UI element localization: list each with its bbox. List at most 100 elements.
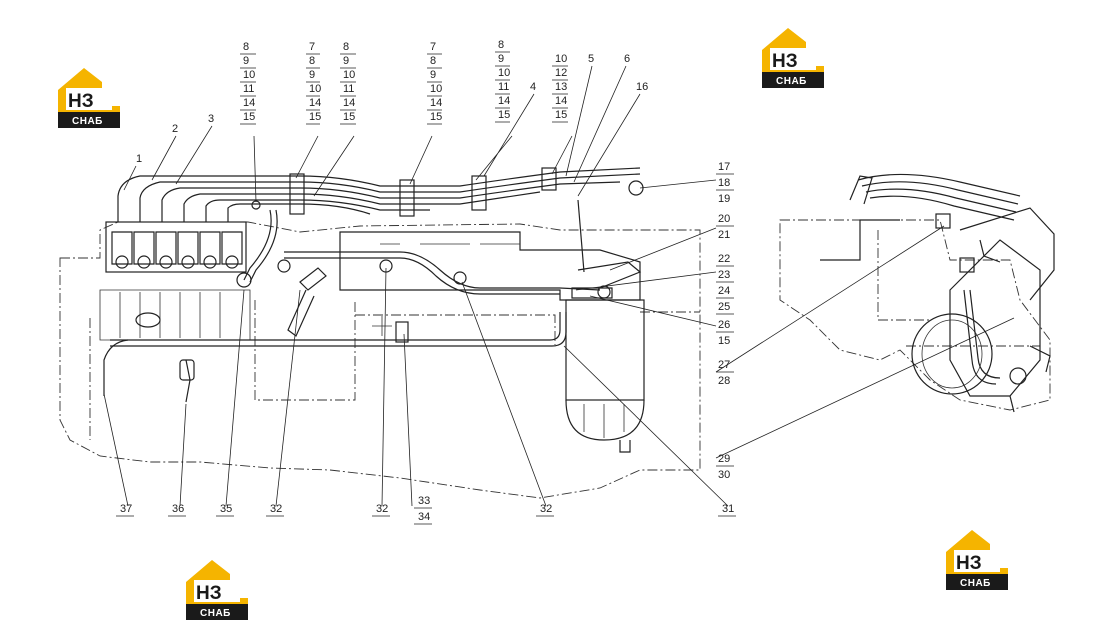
callout-labels: 1 2 3 4 5 6 16 8 9 10 11 14 15 7 8 9 10 … [116,39,736,525]
callout-stack-33: 33 34 [418,495,430,523]
svg-text:33: 33 [418,495,430,507]
svg-text:СНАБ: СНАБ [776,76,807,87]
svg-text:15: 15 [498,109,510,121]
callout-stack-b: 7 8 9 10 14 15 [309,41,321,123]
fuel-filter [565,299,645,453]
callout-stack-d: 7 8 9 10 14 15 [430,41,442,123]
svg-text:14: 14 [498,95,510,107]
svg-text:21: 21 [718,229,730,241]
brand-logo-bottom-left: НЗ СНАБ [186,560,248,620]
svg-text:НЗ: НЗ [68,91,94,112]
svg-text:8: 8 [243,41,249,53]
svg-text:СНАБ: СНАБ [960,578,991,589]
brand-logo-top-left: НЗ СНАБ [58,68,120,128]
svg-text:12: 12 [555,67,567,79]
callout-35: 35 [220,503,232,515]
leader-lines [103,65,1015,507]
svg-text:34: 34 [418,511,430,523]
brand-logo-bottom-right: НЗ СНАБ [946,530,1008,590]
callout-stack-f: 10 12 13 14 15 [555,53,567,121]
svg-text:14: 14 [430,97,442,109]
svg-text:30: 30 [718,469,730,481]
callout-3: 3 [208,113,214,125]
callout-32-b: 32 [376,503,388,515]
svg-text:НЗ: НЗ [956,553,982,574]
callout-32-a: 32 [270,503,282,515]
svg-text:10: 10 [243,69,255,81]
svg-text:СНАБ: СНАБ [200,608,231,619]
svg-text:28: 28 [718,375,730,387]
callout-32-c: 32 [540,503,552,515]
svg-text:15: 15 [430,111,442,123]
brand-logo-top-right: НЗ СНАБ [762,28,824,88]
callout-stack-a: 8 9 10 11 14 15 [243,41,255,123]
svg-text:20: 20 [718,213,730,225]
callout-stack-22: 22 23 24 25 [718,253,730,313]
svg-text:9: 9 [430,69,436,81]
svg-text:19: 19 [718,193,730,205]
svg-text:15: 15 [343,111,355,123]
svg-text:18: 18 [718,177,730,189]
svg-text:9: 9 [498,53,504,65]
svg-text:СНАБ: СНАБ [72,116,103,127]
callout-5: 5 [588,53,594,65]
svg-text:10: 10 [343,69,355,81]
callout-stack-e: 8 9 10 11 14 15 [498,39,510,121]
callout-31: 31 [722,503,734,515]
callout-16: 16 [636,81,648,93]
svg-text:14: 14 [243,97,255,109]
callout-37: 37 [120,503,132,515]
svg-text:9: 9 [309,69,315,81]
callout-4: 4 [530,81,536,93]
svg-text:9: 9 [343,55,349,67]
svg-text:НЗ: НЗ [772,51,798,72]
svg-text:17: 17 [718,161,730,173]
svg-text:22: 22 [718,253,730,265]
svg-text:15: 15 [718,335,730,347]
fuel-pipes [117,167,641,283]
svg-text:11: 11 [498,81,509,93]
callout-stack-26: 26 15 [718,319,730,347]
svg-text:11: 11 [343,83,354,95]
callout-6: 6 [624,53,630,65]
side-view [779,173,1055,413]
svg-text:7: 7 [430,41,436,53]
svg-text:8: 8 [430,55,436,67]
svg-text:27: 27 [718,359,730,371]
svg-text:15: 15 [555,109,567,121]
callout-1: 1 [136,153,142,165]
injector-bank [105,221,247,273]
svg-text:29: 29 [718,453,730,465]
svg-text:10: 10 [555,53,567,65]
svg-text:7: 7 [309,41,315,53]
callout-36: 36 [172,503,184,515]
svg-text:13: 13 [555,81,567,93]
callout-2: 2 [172,123,178,135]
svg-text:14: 14 [309,97,321,109]
callout-stack-27: 27 28 [718,359,730,387]
svg-text:8: 8 [309,55,315,67]
callout-stack-17: 17 18 19 [718,161,730,205]
svg-text:10: 10 [430,83,442,95]
svg-text:9: 9 [243,55,249,67]
svg-text:14: 14 [555,95,567,107]
svg-text:8: 8 [498,39,504,51]
svg-text:10: 10 [309,83,321,95]
svg-text:15: 15 [309,111,321,123]
svg-text:8: 8 [343,41,349,53]
svg-text:14: 14 [343,97,355,109]
callout-stack-c: 8 9 10 11 14 15 [343,41,355,123]
callout-stack-29: 29 30 [718,453,730,481]
svg-text:НЗ: НЗ [196,583,222,604]
svg-text:26: 26 [718,319,730,331]
svg-text:23: 23 [718,269,730,281]
engine-outline [59,167,701,499]
svg-text:25: 25 [718,301,730,313]
svg-text:10: 10 [498,67,510,79]
callout-stack-20: 20 21 [718,213,730,241]
svg-text:15: 15 [243,111,255,123]
svg-text:24: 24 [718,285,730,297]
svg-text:11: 11 [243,83,254,95]
